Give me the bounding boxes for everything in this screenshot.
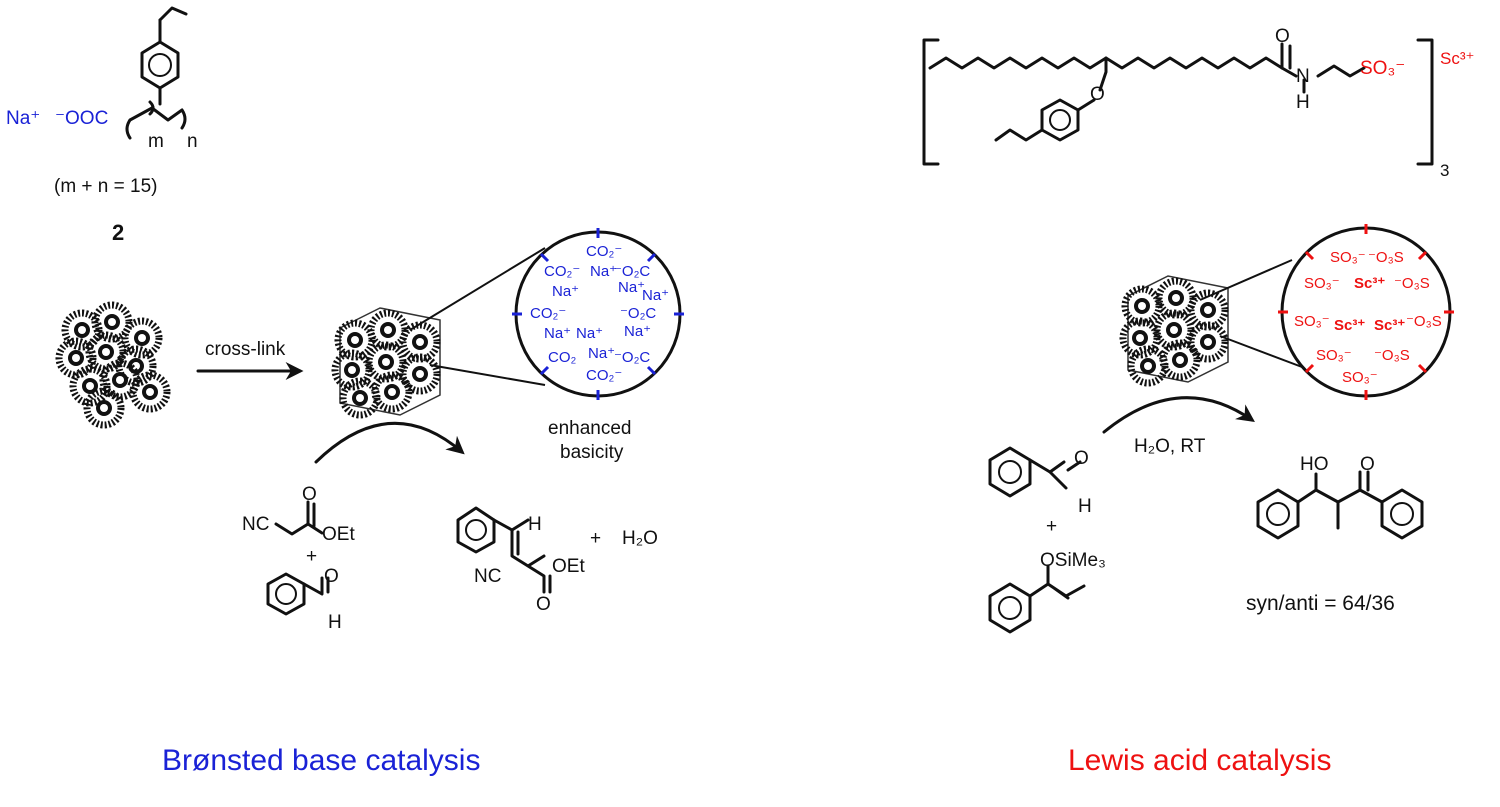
reaction-conditions: H₂O, RT — [1134, 436, 1206, 457]
benzaldehyde-o-right: O — [1074, 448, 1089, 469]
ion-label: Na⁺ — [624, 323, 651, 340]
ion-label: Sc³⁺ — [1374, 317, 1405, 334]
silyl-ether-group: OSiMe₃ — [1040, 550, 1106, 571]
compound-number: 2 — [112, 220, 124, 245]
cross-link-label: cross-link — [205, 339, 286, 360]
ether-o: O — [1090, 84, 1105, 105]
product-ring-left — [456, 506, 496, 554]
ion-label: Na⁺ — [576, 325, 603, 342]
ion-label: Na⁺ — [552, 283, 579, 300]
left-plus-2: + — [590, 528, 601, 549]
left-plus-1: + — [306, 546, 317, 567]
ion-label: CO₂⁻ — [586, 243, 622, 260]
ion-label: ⁻O₂C — [614, 263, 650, 280]
product-h: H — [528, 514, 542, 535]
benzaldehyde-o-left: O — [324, 566, 339, 587]
zoom-ion-labels: CO₂⁻ CO₂⁻ Na⁺ ⁻O₂C Na⁺ Na⁺ CO₂⁻ ⁻O₂C Na⁺… — [530, 243, 669, 384]
zoom-circle-ticks-right — [1278, 224, 1454, 400]
amide-carbonyl-o: O — [1275, 26, 1290, 47]
ion-label: SO₃⁻ — [1316, 347, 1352, 364]
bracket-subscript: 3 — [1440, 161, 1449, 180]
ion-label: CO₂⁻ — [530, 305, 566, 322]
zoom-circle-ticks — [512, 228, 684, 400]
amide-h: H — [1296, 92, 1310, 113]
cyanoacetate-oet: OEt — [322, 524, 355, 545]
enhanced-basicity-line2: basicity — [560, 442, 624, 463]
cyanoacetate-carbonyl-o: O — [302, 484, 317, 505]
amide-n: N — [1296, 66, 1310, 87]
ion-label: ⁻O₃S — [1406, 313, 1442, 330]
ion-label: Sc³⁺ — [1354, 275, 1385, 292]
benzaldehyde-ring-left — [266, 572, 306, 616]
sodium-counterion: Na⁺ — [6, 108, 40, 129]
subscript-m: m — [148, 131, 164, 152]
ion-label: ⁻O₃S — [1368, 249, 1404, 266]
ion-label: CO₂⁻ — [544, 263, 580, 280]
bracket-right — [1416, 38, 1434, 166]
left-panel-title: Brønsted base catalysis — [162, 744, 480, 777]
chain-length-constraint: (m + n = 15) — [54, 176, 158, 197]
aldol-ring-left — [1256, 488, 1300, 540]
ion-label: Na⁺ — [544, 325, 571, 342]
aldol-ring-right — [1380, 488, 1424, 540]
zoom-line-top-right — [1199, 259, 1293, 301]
product-carbonyl-o: O — [536, 594, 551, 615]
right-reaction-arrow — [1102, 396, 1255, 434]
monomer-2-structure — [125, 6, 188, 140]
ion-label: Na⁺ — [642, 287, 669, 304]
zoom-line-bottom-right — [1219, 335, 1311, 371]
ion-label: SO₃⁻ — [1304, 275, 1340, 292]
ion-label: SO₃⁻ — [1294, 313, 1330, 330]
left-reaction-arrow — [314, 421, 465, 464]
product-nc: NC — [474, 566, 501, 587]
ion-label: SO₃⁻ — [1342, 369, 1378, 386]
benzaldehyde-h-right: H — [1078, 496, 1092, 517]
ion-label: ⁻O₂C — [614, 349, 650, 366]
product-oet: OEt — [552, 556, 585, 577]
scandium-counterion: Sc³⁺ — [1440, 49, 1474, 68]
vinylphenoxy-ring — [1040, 98, 1080, 142]
zoom-ion-labels-right: SO₃⁻ ⁻O₃S SO₃⁻ Sc³⁺ ⁻O₃S SO₃⁻ Sc³⁺ Sc³⁺ … — [1294, 249, 1442, 386]
right-panel-title: Lewis acid catalysis — [1068, 744, 1331, 777]
ion-label: CO₂⁻ — [586, 367, 622, 384]
ion-label: Na⁺ — [590, 263, 617, 280]
aldol-hydroxyl: HO — [1300, 454, 1329, 475]
zoom-line-bottom — [429, 364, 546, 386]
benzaldehyde-ring-right — [988, 446, 1032, 498]
zoom-line-top — [409, 247, 546, 331]
crosslinked-cube — [335, 307, 441, 415]
water-byproduct: H₂O — [622, 528, 658, 549]
right-plus: + — [1046, 516, 1057, 537]
cyanoacetate-bonds — [274, 500, 316, 536]
ion-label: ⁻O₃S — [1374, 347, 1410, 364]
ion-label: Na⁺ — [588, 345, 615, 362]
benzaldehyde-h-left: H — [328, 612, 342, 633]
cyanoacetate-nc: NC — [242, 514, 269, 535]
enhanced-basicity-line1: enhanced — [548, 418, 631, 439]
bracket-left — [922, 38, 940, 166]
ion-label: Sc³⁺ — [1334, 317, 1365, 334]
crosslinked-cube-right — [1123, 275, 1229, 383]
ion-label: ⁻O₂C — [620, 305, 656, 322]
enol-ether-ring — [988, 582, 1032, 634]
sulfonate-group: SO₃⁻ — [1360, 58, 1405, 79]
aldol-ketone-o: O — [1360, 454, 1375, 475]
ion-label: SO₃⁻ — [1330, 249, 1366, 266]
carboxylate-group: ⁻OOC — [55, 108, 108, 129]
subscript-n: n — [187, 131, 198, 152]
ion-label: CO₂ — [548, 349, 577, 366]
micelle-array — [59, 305, 167, 425]
ion-label: Na⁺ — [618, 279, 645, 296]
diastereoselectivity: syn/anti = 64/36 — [1246, 592, 1395, 615]
ion-label: ⁻O₃S — [1394, 275, 1430, 292]
